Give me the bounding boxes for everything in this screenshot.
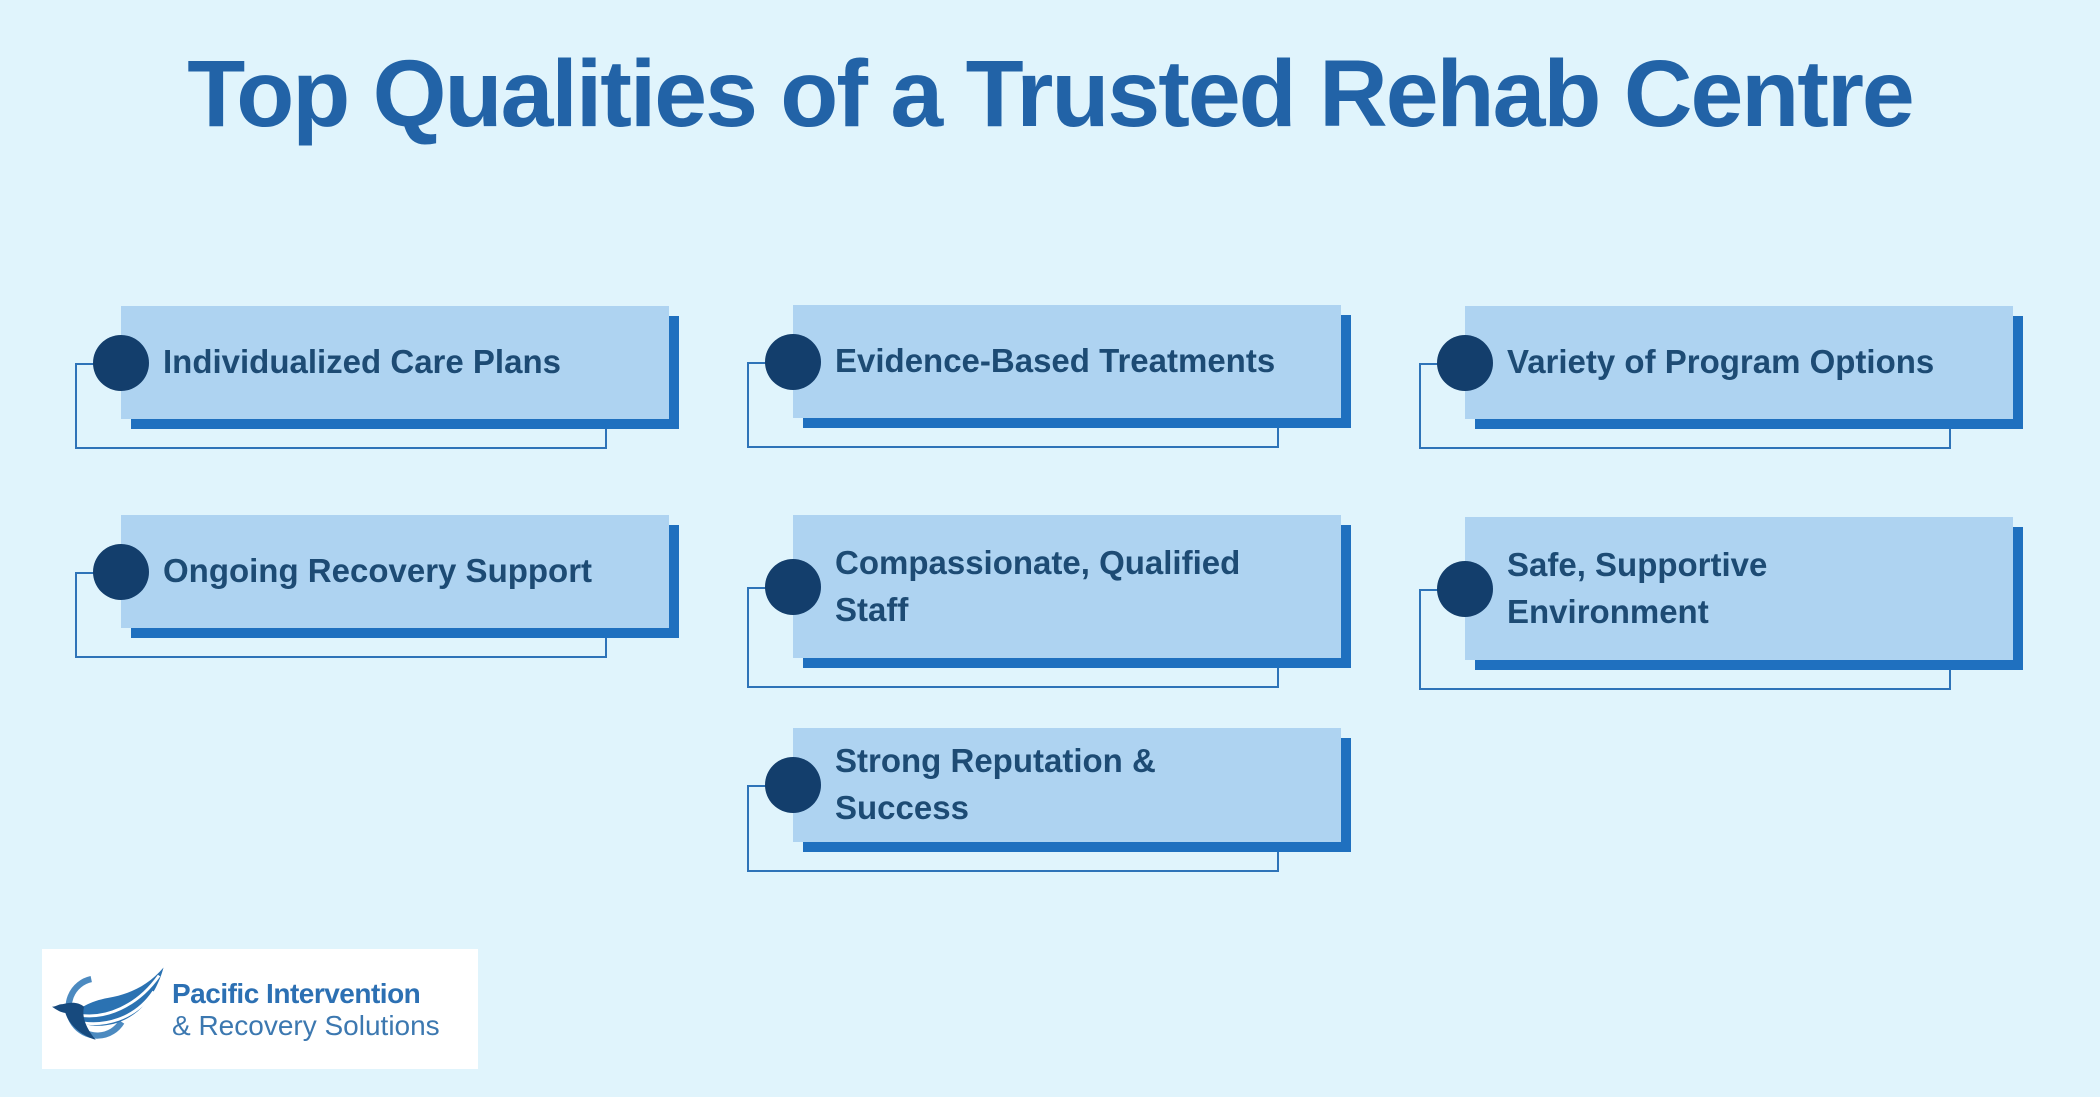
quality-card: Evidence-Based Treatments xyxy=(793,305,1341,418)
bullet-circle-icon xyxy=(1437,560,1493,617)
company-logo: Pacific Intervention & Recovery Solution… xyxy=(42,949,478,1069)
eagle-swoosh-icon xyxy=(52,967,164,1040)
logo-company-subtitle: & Recovery Solutions xyxy=(172,1009,440,1041)
quality-card-label: Evidence-Based Treatments xyxy=(835,342,1276,380)
quality-card-label: Strong Reputation & Success xyxy=(835,742,1156,826)
quality-card: Safe, Supportive Environment xyxy=(1465,517,2013,660)
bullet-circle-icon xyxy=(93,334,149,391)
logo-company-name: Pacific Intervention xyxy=(172,978,421,1009)
quality-card: Compassionate, Qualified Staff xyxy=(793,515,1341,658)
quality-card-label: Variety of Program Options xyxy=(1507,343,1935,381)
quality-card-label: Safe, Supportive Environment xyxy=(1507,545,1768,630)
page-title: Top Qualities of a Trusted Rehab Centre xyxy=(187,41,1915,147)
quality-card-label: Individualized Care Plans xyxy=(163,343,561,381)
bullet-circle-icon xyxy=(765,558,821,615)
bullet-circle-icon xyxy=(765,757,821,813)
quality-card: Strong Reputation & Success xyxy=(793,728,1341,842)
quality-card-unit: Strong Reputation & Success xyxy=(747,728,1341,872)
quality-card-unit: Ongoing Recovery Support xyxy=(75,515,669,658)
quality-card-unit: Individualized Care Plans xyxy=(75,306,669,449)
quality-card: Individualized Care Plans xyxy=(121,306,669,419)
bullet-circle-icon xyxy=(765,333,821,390)
quality-card-unit: Evidence-Based Treatments xyxy=(747,305,1341,448)
quality-card: Variety of Program Options xyxy=(1465,306,2013,419)
quality-card-unit: Variety of Program Options xyxy=(1419,306,2013,449)
quality-card-unit: Safe, Supportive Environment xyxy=(1419,517,2013,690)
quality-card-unit: Compassionate, Qualified Staff xyxy=(747,515,1341,688)
quality-card: Ongoing Recovery Support xyxy=(121,515,669,628)
quality-card-label: Compassionate, Qualified Staff xyxy=(835,543,1241,628)
bullet-circle-icon xyxy=(93,543,149,600)
bullet-circle-icon xyxy=(1437,334,1493,391)
logo-text: Pacific Intervention & Recovery Solution… xyxy=(172,978,440,1042)
quality-card-label: Ongoing Recovery Support xyxy=(163,552,593,590)
